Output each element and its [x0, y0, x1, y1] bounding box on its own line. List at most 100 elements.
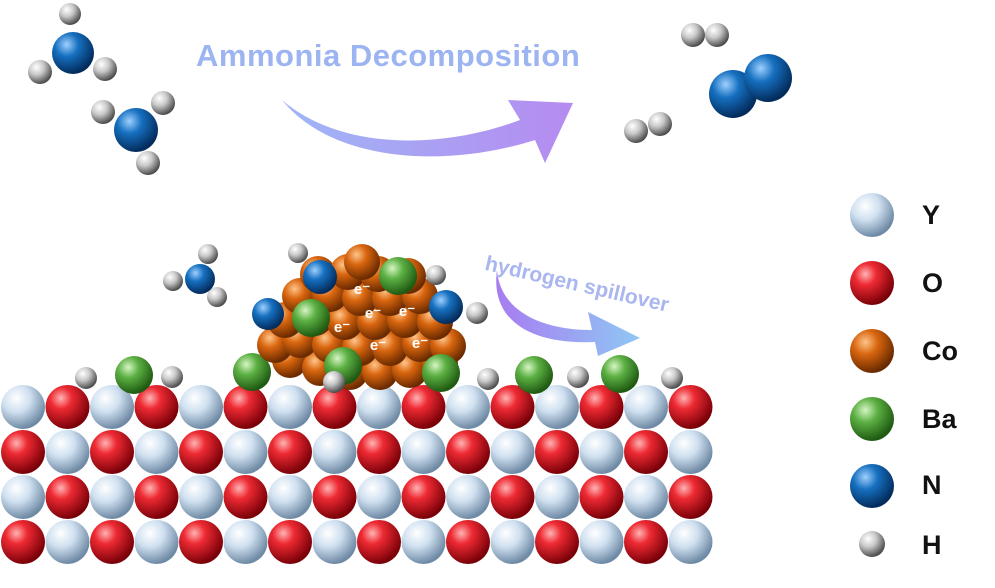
cluster-ba: [422, 354, 460, 392]
electron-label: e⁻: [370, 337, 386, 354]
cluster-ba: [292, 299, 330, 337]
arrows-layer: [282, 100, 640, 356]
cluster-h: [288, 243, 308, 263]
slab-atom-y: [401, 520, 446, 564]
slab-atom-o: [490, 475, 535, 519]
nh3-n: [114, 108, 158, 152]
surface-ba: [601, 355, 639, 393]
cluster-co: [344, 244, 380, 280]
slab-atom-o: [223, 475, 268, 519]
slab-atom-y: [624, 475, 668, 519]
surface-ba: [115, 356, 153, 394]
cluster-h: [426, 265, 446, 285]
slab-atom-y: [223, 520, 268, 564]
surface-h: [477, 368, 499, 390]
slab-atom-o: [268, 430, 312, 474]
slab-atom-y: [490, 520, 535, 564]
legend-label-y: Y: [922, 200, 941, 230]
slab-atom-o: [624, 430, 668, 474]
cluster-n: [429, 290, 463, 324]
slab-atom-y: [45, 430, 90, 474]
slab-atom-y: [312, 430, 357, 474]
slab-atom-o: [134, 385, 179, 429]
slab-atom-o: [401, 475, 446, 519]
slab-atom-y: [90, 385, 134, 429]
nh3-h: [207, 287, 227, 307]
h2-atom: [705, 23, 729, 47]
slab-atom-o: [312, 385, 357, 429]
slab-atom-y: [179, 385, 223, 429]
nh3-h: [136, 151, 160, 175]
h2-atom: [624, 119, 648, 143]
nh3-h: [198, 244, 218, 264]
nh3-h: [91, 100, 115, 124]
nh3-h: [151, 91, 175, 115]
slab-atom-o: [490, 385, 535, 429]
slab-atom-y: [268, 475, 312, 519]
slab-atom-o: [446, 520, 490, 564]
slab-atom-o: [90, 520, 134, 564]
decomposition-arrow: [282, 100, 573, 163]
slab-atom-y: [45, 520, 90, 564]
slab-atom-o: [624, 520, 668, 564]
gas-molecules: [28, 3, 792, 307]
h2-atom: [648, 112, 672, 136]
slab-atom-o: [45, 475, 90, 519]
surface-adsorbates: [75, 353, 683, 394]
slab-atom-o: [223, 385, 268, 429]
slab-atom-o: [134, 475, 179, 519]
legend-atoms: [850, 193, 894, 557]
slab-atom-o: [268, 520, 312, 564]
slab-atom-y: [446, 385, 490, 429]
spillover-arrow: [496, 270, 640, 356]
legend-label-ba: Ba: [922, 404, 957, 434]
legend-atom-co: [850, 329, 894, 373]
electron-label: e⁻: [354, 281, 370, 298]
electron-label: e⁻: [412, 335, 428, 352]
h2-atom: [681, 23, 705, 47]
legend-atom-ba: [850, 397, 894, 441]
slab-atom-y: [579, 430, 624, 474]
cluster-h: [466, 302, 488, 324]
slab-atom-o: [579, 385, 624, 429]
slab-atom-y: [668, 520, 713, 564]
surface-ba: [515, 356, 553, 394]
slab-atom-o: [535, 430, 579, 474]
slab-atom-o: [357, 430, 401, 474]
cobalt-cluster: e⁻e⁻e⁻e⁻e⁻e⁻: [252, 243, 488, 393]
slab-atom-o: [668, 475, 713, 519]
nh3-h: [163, 271, 183, 291]
cluster-h: [323, 371, 345, 393]
legend-atom-h: [859, 531, 885, 557]
nh3-h: [59, 3, 81, 25]
slab-atom-o: [357, 520, 401, 564]
slab-atom-y: [668, 430, 713, 474]
slab-atom-y: [490, 430, 535, 474]
slab-atom-y: [535, 475, 579, 519]
slab-atom-y: [1, 475, 45, 519]
surface-h: [75, 367, 97, 389]
slab-atom-y: [401, 430, 446, 474]
cluster-ba: [379, 257, 417, 295]
slab-atom-o: [90, 430, 134, 474]
slab-atom-y: [268, 385, 312, 429]
slab-atom-o: [312, 475, 357, 519]
legend-atom-y: [850, 193, 894, 237]
legend-label-h: H: [922, 530, 942, 560]
slab-atom-o: [579, 475, 624, 519]
slab-atom-o: [1, 520, 45, 564]
slab-atom-o: [45, 385, 90, 429]
slab-atom-y: [223, 430, 268, 474]
slab-atom-o: [446, 430, 490, 474]
slab-atom-y: [312, 520, 357, 564]
slab-atom-o: [179, 430, 223, 474]
surface-h: [567, 366, 589, 388]
electron-label: e⁻: [399, 303, 415, 320]
slab-atom-y: [179, 475, 223, 519]
nh3-h: [28, 60, 52, 84]
slab-atom-y: [134, 430, 179, 474]
slab-atom-y: [134, 520, 179, 564]
slab-atom-o: [535, 520, 579, 564]
slab-atom-y: [90, 475, 134, 519]
